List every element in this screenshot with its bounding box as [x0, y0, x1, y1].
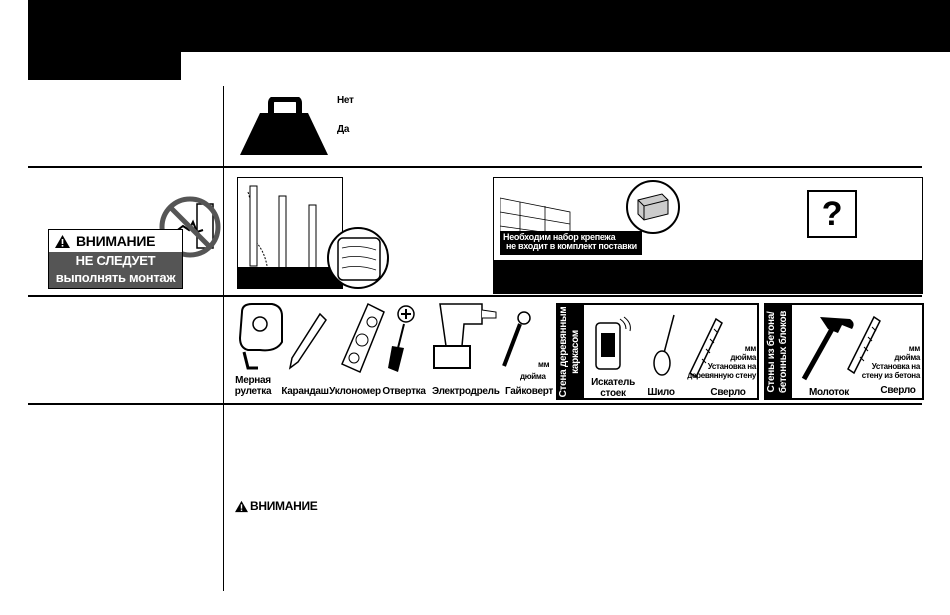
fastener-note-line2: не входит в комплект поставки [506, 241, 637, 251]
fasteners-footer-bar [494, 260, 922, 293]
warning-box-title: ВНИМАНИЕ [76, 233, 156, 249]
screwdriver-icon [384, 304, 424, 376]
hammer-icon [798, 313, 858, 383]
tool-label-drill: Электродрель [432, 386, 500, 397]
tape-measure-icon [236, 302, 286, 372]
warning-triangle-icon [235, 500, 248, 512]
wood-drill-bit-label: Сверло [710, 387, 746, 398]
concrete-drill-note-line3: Установка на [871, 362, 921, 371]
level-icon [338, 302, 388, 374]
tool-label-tape: Мерная рулетка [230, 375, 276, 397]
wood-frame-title-bar [558, 305, 584, 398]
fastener-note: Необходим набор крепежа не входит в комп… [500, 231, 642, 255]
header-bar [181, 0, 950, 52]
fasteners-panel: Необходим набор крепежа не входит в комп… [493, 177, 923, 294]
power-drill-icon [432, 300, 498, 372]
warning-box-line2: выполнять монтаж [55, 270, 176, 285]
wood-drill-note-line4: деревянную стену [687, 371, 756, 380]
wood-drill-note-line3: Установка на [707, 362, 757, 371]
wood-frame-title: Стена деревянным каркасом [558, 306, 581, 398]
weight-icon [238, 96, 330, 157]
stud-finder-label-line2: стоек [600, 388, 626, 399]
concrete-drill-note-inch: дюйма [894, 353, 920, 362]
wood-drill-note-inch: дюйма [730, 353, 756, 362]
hammer-label: Молоток [808, 387, 850, 398]
question-mark-box: ? [807, 190, 857, 238]
concrete-drill-bit-label: Сверло [880, 385, 916, 396]
wood-drill-note: мм дюйма Установка на деревянную стену [686, 344, 756, 380]
concrete-title-bar [766, 305, 792, 398]
concrete-drill-note-mm: мм [908, 344, 921, 353]
tool-label-level: Уклономер [329, 386, 381, 397]
tool-label-tape-line1: Мерная [235, 375, 271, 386]
pencil-icon [288, 312, 328, 370]
concrete-panel: Стены из бетона/ бетонных блоков Молоток… [764, 303, 924, 400]
tool-label-screwdriver: Отвертка [382, 386, 426, 397]
concrete-drill-note: мм дюйма Установка на стену из бетона [850, 344, 921, 380]
bottom-warning: ВНИМАНИЕ [234, 499, 318, 513]
bottom-warning-title: ВНИМАНИЕ [250, 499, 318, 513]
wrench-unit-mm: мм [538, 360, 550, 369]
stud-finder-label: Искатель стоек [588, 377, 638, 399]
socket-wrench-icon [498, 310, 534, 370]
fastener-zoom-circle [626, 180, 680, 234]
no-install-icon [155, 192, 225, 262]
warning-box-line1: НЕ СЛЕДУЕТ [75, 253, 156, 268]
wall-studs-illustration [237, 177, 389, 289]
warning-box-body: НЕ СЛЕДУЕТ выполнять монтаж [49, 252, 182, 288]
row-divider-1 [28, 166, 922, 168]
column-divider [223, 86, 224, 591]
tool-label-wrench: Гайковерт [505, 386, 553, 397]
section-tab [28, 0, 181, 80]
awl-icon [650, 313, 680, 377]
wood-drill-bit-icon [686, 317, 726, 379]
wrench-unit-inch: дюйма [520, 372, 546, 381]
fastener-note-line1: Необходим набор крепежа [503, 232, 616, 242]
row-divider-3 [28, 403, 922, 405]
weight-option-yes: Да [337, 124, 350, 135]
warning-box: ВНИМАНИЕ НЕ СЛЕДУЕТ выполнять монтаж [48, 229, 183, 289]
weight-option-no: Нет [337, 95, 354, 106]
concrete-drill-bit-icon [846, 315, 882, 375]
row-divider-2 [28, 295, 922, 297]
tool-label-tape-line2: рулетка [234, 386, 272, 397]
wood-frame-panel: Стена деревянным каркасом Искатель стоек… [556, 303, 759, 400]
stud-finder-label-line1: Искатель [591, 377, 635, 388]
concrete-block-icon [637, 193, 669, 221]
concrete-drill-note-line4: стену из бетона [861, 371, 921, 380]
awl-label: Шило [647, 387, 675, 398]
tool-label-pencil: Карандаш [281, 386, 329, 397]
warning-triangle-icon [55, 234, 70, 248]
warning-box-header: ВНИМАНИЕ [49, 230, 182, 252]
wood-drill-note-mm: мм [744, 344, 757, 353]
stud-finder-icon [592, 315, 634, 377]
concrete-title: Стены из бетона/ бетонных блоков [766, 310, 789, 394]
